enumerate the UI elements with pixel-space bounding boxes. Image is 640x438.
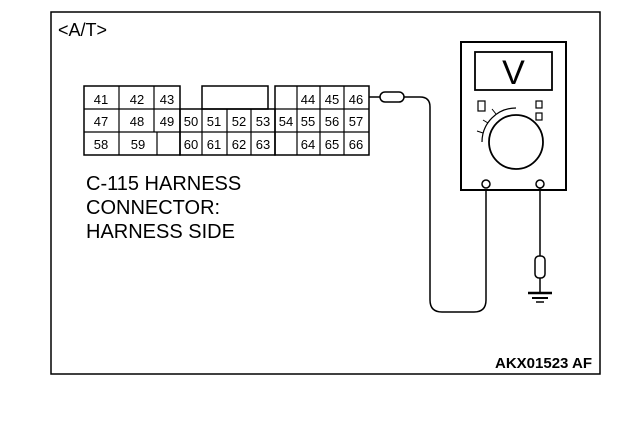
pin-label: 45 — [325, 92, 339, 107]
pin-label: 54 — [279, 114, 293, 129]
pin-label: 52 — [232, 114, 246, 129]
probe-lead-ground — [528, 188, 552, 303]
pin-label: 41 — [94, 92, 108, 107]
meter-terminal-negative — [535, 179, 545, 189]
pin-label: 47 — [94, 114, 108, 129]
meter-switch-icon — [477, 100, 486, 112]
pin-label: 66 — [349, 137, 363, 152]
test-probe-icon — [379, 91, 405, 103]
diagram-border — [50, 11, 601, 375]
caption-line: C-115 HARNESS — [86, 173, 241, 195]
pin-label: 49 — [160, 114, 174, 129]
pin-label: 46 — [349, 92, 363, 107]
pin-label: 61 — [207, 137, 221, 152]
connector-middle-block — [179, 85, 276, 156]
pin-label: 53 — [256, 114, 270, 129]
ground-probe-icon — [534, 255, 546, 279]
pin-label: 62 — [232, 137, 246, 152]
pin-label: 43 — [160, 92, 174, 107]
meter-switch-icon — [535, 100, 543, 109]
pin-label: 58 — [94, 137, 108, 152]
pin-label: 55 — [301, 114, 315, 129]
section-tag: <A/T> — [58, 20, 107, 40]
pin-label: 60 — [184, 137, 198, 152]
caption-line: CONNECTOR: — [86, 197, 220, 219]
connector-right-block — [274, 85, 370, 156]
pin-label: 65 — [325, 137, 339, 152]
probe-lead-positive — [369, 91, 487, 313]
pin-label: 63 — [256, 137, 270, 152]
pin-label: 48 — [130, 114, 144, 129]
meter-dial — [488, 114, 544, 170]
connector-caption: C-115 HARNESS CONNECTOR: HARNESS SIDE — [86, 173, 241, 243]
meter-display-symbol: V — [502, 54, 525, 92]
meter-switch-icon — [535, 112, 543, 121]
ground-symbol-icon — [528, 291, 552, 303]
pin-label: 44 — [301, 92, 315, 107]
pin-label: 59 — [131, 137, 145, 152]
figure-code: AKX01523 AF — [495, 355, 592, 372]
meter-display — [474, 51, 553, 91]
pin-label: 56 — [325, 114, 339, 129]
pin-label: 57 — [349, 114, 363, 129]
caption-line: HARNESS SIDE — [86, 221, 235, 243]
harness-connector: 41 42 43 47 48 49 58 59 50 51 52 53 54 6… — [83, 85, 370, 156]
meter-terminal-positive — [481, 179, 491, 189]
pin-label: 64 — [301, 137, 315, 152]
pin-label: 42 — [130, 92, 144, 107]
pin-label: 51 — [207, 114, 221, 129]
pin-label: 50 — [184, 114, 198, 129]
voltmeter-icon: V — [460, 41, 567, 191]
